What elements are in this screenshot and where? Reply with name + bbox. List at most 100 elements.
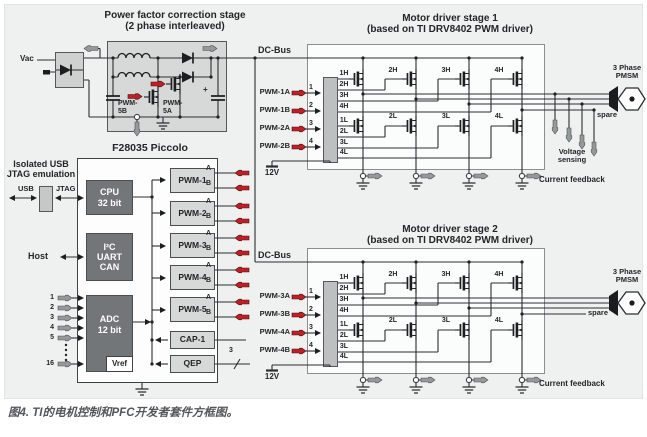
qep-bus-width-label: 3 (229, 347, 233, 354)
stage2-fet-3l: 3L (441, 317, 451, 324)
stage1-title: Motor driver stage 1 (based on TI DRV840… (367, 13, 533, 36)
stage1-in-pwm1a: PWM-1A (259, 87, 290, 96)
stage2-in-pwm3a: PWM-3A (259, 291, 290, 300)
stage1-dcbus-label: DC-Bus (258, 45, 291, 55)
stage1-in-pwm2b: PWM-2B (259, 141, 290, 150)
stage1-out-1l: 1L (339, 117, 349, 124)
stage1-gate-driver-box (323, 77, 338, 163)
stage2-spare-label: spare (588, 308, 609, 317)
stage2-in-pwm4b: PWM-4B (259, 345, 290, 354)
pwm1-box: PWM-1 (170, 168, 215, 193)
pfc-mosfet-b-label: PWM- 5B (118, 100, 138, 115)
piccolo-title: F28035 Piccolo (112, 142, 188, 154)
adc-input-4: 4 (50, 324, 54, 331)
stage1-in-num4: 4 (309, 138, 313, 145)
stage2-out-3h: 3H (339, 296, 349, 303)
adc-input-5: 5 (50, 334, 54, 341)
stage1-fet-4l: 4L (494, 113, 504, 120)
stage1-in-pwm2a: PWM-2A (259, 123, 290, 132)
stage2-current-feedback-label: Current feedback (539, 379, 605, 388)
jtag-label: JTAG (56, 184, 76, 193)
stage2-in-num1: 1 (309, 288, 313, 295)
stage1-out-3h: 3H (339, 92, 349, 99)
stage1-out-4h: 4H (339, 103, 349, 110)
bulk-cap-plus-label: + (203, 85, 208, 94)
usb-isolator-box (39, 186, 53, 212)
stage2-out-2l: 2L (339, 332, 349, 339)
stage1-fet-4h: 4H (494, 67, 504, 74)
vac-label: Vac (20, 54, 34, 63)
pfc-box (107, 41, 227, 132)
pwm5-box: PWM-5 (170, 297, 215, 322)
stage2-in-num3: 3 (309, 324, 313, 331)
stage2-out-4l: 4L (339, 353, 349, 360)
stage1-out-2l: 2L (339, 128, 349, 135)
pwm5-b-label: B (206, 309, 212, 316)
pwm3-box: PWM-3 (170, 233, 215, 258)
rectifier-box (55, 52, 84, 88)
stage1-fet-3h: 3H (441, 67, 451, 74)
adc-input-2: 2 (50, 304, 54, 311)
stage1-in-num3: 3 (309, 120, 313, 127)
pwm1-b-label: B (206, 180, 212, 187)
pwm2-a-label: A (206, 198, 212, 205)
stage1-in-num2: 2 (309, 102, 313, 109)
host-label: Host (28, 251, 48, 261)
stage1-in-num1: 1 (309, 84, 313, 91)
stage1-motor-label: 3 Phase PMSM (612, 63, 642, 81)
stage1-out-2h: 2H (339, 81, 349, 88)
stage2-out-3l: 3L (339, 343, 349, 350)
stage2-dcbus-label: DC-Bus (258, 250, 291, 260)
pwm3-b-label: B (206, 245, 212, 252)
stage2-in-num2: 2 (309, 306, 313, 313)
pfc-mosfet-a-label: PWM- 5A (163, 100, 183, 115)
stage2-fet-2l: 2L (388, 317, 398, 324)
usb-label: USB (18, 184, 34, 193)
stage2-out-2h: 2H (339, 285, 349, 292)
stage1-spare-label: spare (597, 110, 618, 119)
stage2-fet-3h: 3H (441, 271, 451, 278)
pwm2-box: PWM-2 (170, 201, 215, 226)
stage1-fet-3l: 3L (441, 113, 451, 120)
stage1-fet-2l: 2L (388, 113, 398, 120)
stage2-in-pwm4a: PWM-4A (259, 327, 290, 336)
stage1-out-1h: 1H (339, 70, 349, 77)
pwm1-a-label: A (206, 165, 212, 172)
voltage-sensing-label: Voltage sensing (557, 147, 587, 165)
stage2-out-4h: 4H (339, 307, 349, 314)
stage2-out-1h: 1H (339, 274, 349, 281)
stage1-in-pwm1b: PWM-1B (259, 105, 290, 114)
stage2-out-1l: 1L (339, 321, 349, 328)
stage2-fet-4h: 4H (494, 271, 504, 278)
stage2-in-num4: 4 (309, 342, 313, 349)
pfc-title: Power factor correction stage (2 phase i… (104, 10, 246, 33)
stage2-fet-4l: 4L (494, 317, 504, 324)
adc-input-3: 3 (50, 314, 54, 321)
stage1-supply-label: 12V (264, 168, 280, 177)
vref-box: Vref (106, 356, 133, 372)
stage2-fet-2h: 2H (388, 271, 398, 278)
pwm4-b-label: B (206, 277, 212, 284)
stage2-supply-label: 12V (264, 372, 280, 381)
stage2-motor-label: 3 Phase PMSM (612, 267, 642, 285)
pwm2-b-label: B (206, 213, 212, 220)
stage1-current-feedback-label: Current feedback (539, 175, 605, 184)
comm-box: I²C UART CAN (86, 233, 133, 281)
stage2-in-pwm3b: PWM-3B (259, 309, 290, 318)
stage1-out-3l: 3L (339, 139, 349, 146)
adc-input-16: 16 (46, 360, 54, 367)
pwm4-a-label: A (206, 262, 212, 269)
stage1-out-4l: 4L (339, 149, 349, 156)
pwm3-a-label: A (206, 230, 212, 237)
pwm5-a-label: A (206, 294, 212, 301)
pwm4-box: PWM-4 (170, 265, 215, 290)
figure-caption: 图4. TI的电机控制和PFC开发者套件方框图。 (8, 407, 239, 419)
stage2-title: Motor driver stage 2 (based on TI DRV840… (367, 224, 533, 247)
adc-input-1: 1 (50, 294, 54, 301)
stage2-gate-driver-box (323, 281, 338, 367)
cpu-box: CPU 32 bit (86, 180, 133, 215)
jtag-heading: Isolated USB JTAG emulation (6, 159, 76, 180)
cap1-box: CAP-1 (170, 331, 215, 349)
stage1-fet-2h: 2H (388, 67, 398, 74)
